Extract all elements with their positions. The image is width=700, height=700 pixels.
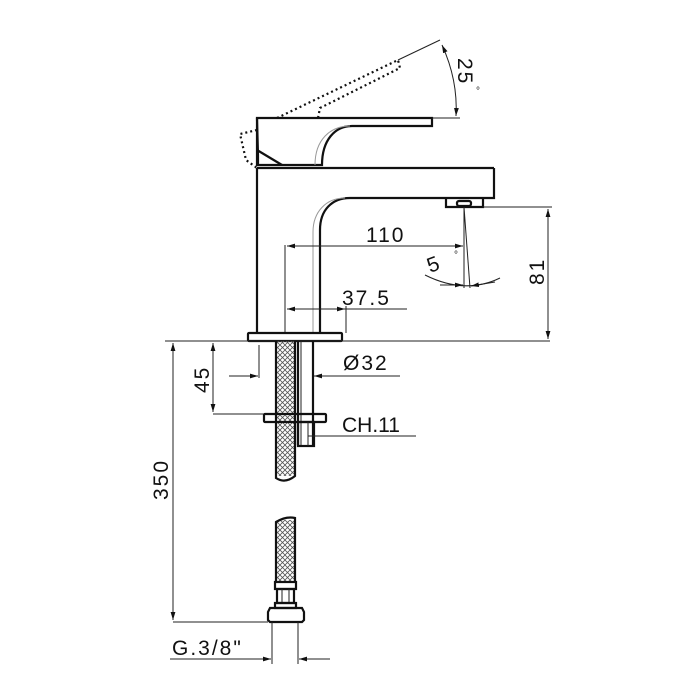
lever-handle [255, 116, 434, 167]
base-plate [246, 331, 344, 343]
mixer-body [255, 166, 496, 333]
spout-angle-dimension: 5 ° [424, 206, 501, 289]
wrench-size-label: CH.11 [342, 414, 400, 437]
lever-angle-dimension: 25 ° [397, 39, 480, 119]
lever-angle-label: 25 [453, 58, 476, 85]
hose-length-label: 350 [150, 459, 173, 500]
connection-dimension: G.3/8" [170, 622, 330, 664]
deck-thickness-label: 45 [191, 366, 214, 393]
diameter-dimension: Ø32 [229, 345, 400, 379]
lever-angle-unit: ° [476, 86, 480, 97]
offset-dimension: 37.5 [287, 287, 407, 333]
reach-label: 110 [366, 224, 405, 247]
mounting-assembly [262, 341, 328, 482]
hose-connector [266, 516, 306, 624]
spout-angle-unit: ° [454, 250, 458, 261]
lever-open-position [238, 58, 402, 169]
wrench-size-callout: CH.11 [308, 414, 416, 437]
height-dimension: 81 [483, 206, 552, 339]
hose-length-dimension: 350 [150, 343, 268, 623]
connection-label: G.3/8" [172, 637, 243, 660]
height-label: 81 [526, 258, 549, 285]
reach-dimension: 110 [284, 224, 463, 332]
deck-thickness-dimension: 45 [191, 343, 264, 415]
diameter-label: Ø32 [343, 352, 389, 375]
offset-label: 37.5 [342, 287, 391, 310]
spout-angle-label: 5 [424, 251, 445, 277]
